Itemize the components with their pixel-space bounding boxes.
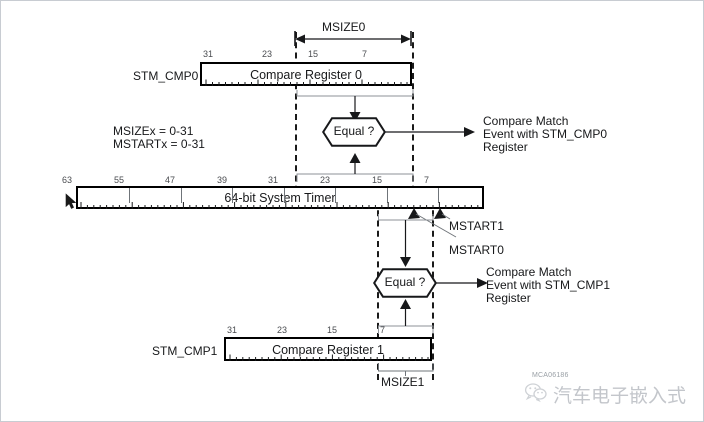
timer-tick-row: [78, 201, 482, 209]
wechat-logo-icon: [524, 382, 548, 403]
cmp1-bit-7: 7: [380, 325, 386, 335]
cmp1-to-comparator-bracket: [377, 298, 435, 336]
timer-divider-lines: [78, 188, 482, 207]
timer-bit-31: 31: [268, 175, 279, 185]
lower-comparator: Equal ?: [373, 268, 437, 298]
stm-cmp1-register-text: Compare Register 1: [272, 343, 384, 357]
lower-output-line-1: Compare Match: [486, 265, 572, 279]
timer-bit-7: 7: [424, 175, 430, 185]
legend-msizex: MSIZEx = 0-31: [113, 124, 194, 138]
cmp0-bit-31: 31: [203, 49, 214, 59]
stm-cmp0-register-box: Compare Register 0: [200, 62, 412, 86]
timer-divider: [129, 188, 130, 203]
msize0-dimension: [290, 22, 420, 46]
timer-divider: [181, 188, 182, 203]
stm-cmp1-register-box: Compare Register 1: [224, 337, 432, 361]
msize0-label: MSIZE0: [322, 20, 366, 34]
timer-bit-63: 63: [62, 175, 73, 185]
timer-bit-23: 23: [320, 175, 331, 185]
timer-divider: [438, 188, 439, 203]
upper-output-line-3: Register: [483, 140, 528, 154]
stm-cmp1-register-name: STM_CMP1: [152, 344, 218, 358]
timer-to-lower-comparator-bracket: [377, 212, 435, 270]
upper-comparator: Equal ?: [322, 117, 386, 147]
system-timer-box: 64-bit System Timer: [76, 186, 484, 209]
timer-divider: [284, 188, 285, 203]
timer-divider: [335, 188, 336, 203]
stm-cmp0-register-text: Compare Register 0: [250, 68, 362, 82]
mouse-cursor: [65, 193, 78, 210]
timer-divider: [387, 188, 388, 203]
system-timer-text: 64-bit System Timer: [224, 191, 336, 205]
cmp0-bit-23: 23: [262, 49, 273, 59]
timer-divider: [232, 188, 233, 203]
msize1-bracket: [377, 362, 435, 378]
figure-id: MCA06186: [532, 372, 569, 379]
cmp1-bit-15: 15: [327, 325, 338, 335]
upper-output-line-1: Compare Match: [483, 114, 569, 128]
cmp1-tick-row: [226, 354, 430, 361]
cmp0-to-comparator-bracket: [295, 88, 415, 124]
lower-comparator-label: Equal ?: [384, 275, 426, 289]
timer-bit-15: 15: [372, 175, 383, 185]
guide-line-msize1-right: [432, 200, 434, 380]
mstart0-label: MSTART0: [449, 243, 504, 257]
guide-line-msize0-left: [295, 32, 297, 202]
lower-output-line-2: Event with STM_CMP1: [486, 278, 611, 292]
upper-output-line-2: Event with STM_CMP0: [483, 127, 608, 141]
cmp0-bit-7: 7: [362, 49, 368, 59]
timer-bit-39: 39: [217, 175, 228, 185]
cmp1-bit-23: 23: [277, 325, 288, 335]
lower-output-line-3: Register: [486, 291, 531, 305]
mstart-callouts: [400, 205, 510, 253]
cmp1-bit-31: 31: [227, 325, 238, 335]
timer-bit-47: 47: [165, 175, 176, 185]
watermark-text: 汽车电子嵌入式: [553, 385, 687, 407]
stm-cmp0-register-name: STM_CMP0: [133, 69, 199, 83]
upper-output-arrow: [385, 124, 477, 140]
guide-line-msize0-right: [412, 32, 414, 202]
timer-bit-55: 55: [114, 175, 125, 185]
legend-mstartx: MSTARTx = 0-31: [113, 137, 205, 151]
mstart1-label: MSTART1: [449, 219, 504, 233]
cmp0-bit-15: 15: [308, 49, 319, 59]
lower-output-arrow: [436, 275, 490, 291]
timer-to-upper-comparator-bracket: [295, 152, 415, 184]
msize1-label: MSIZE1: [381, 375, 425, 389]
upper-comparator-label: Equal ?: [333, 124, 375, 138]
cmp0-tick-row: [202, 79, 410, 86]
